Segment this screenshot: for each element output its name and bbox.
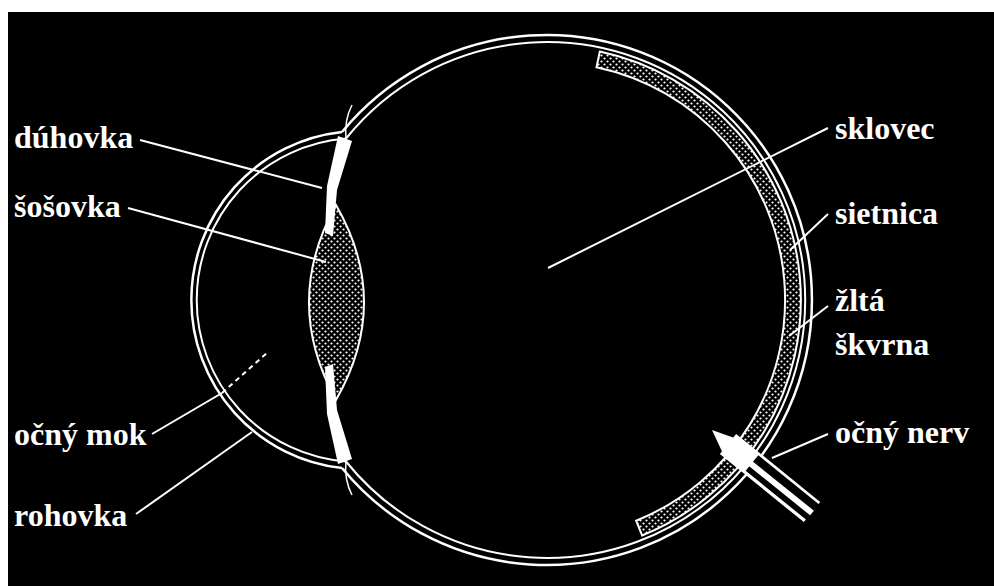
leader-line	[789, 306, 828, 336]
label-holder: šošovka	[11, 188, 124, 224]
part-label: očný mok	[11, 416, 149, 452]
part-label: očný nerv	[832, 414, 972, 450]
leader-line	[772, 434, 828, 458]
ciliary-line	[346, 460, 352, 495]
label-holder: očný mok	[11, 416, 149, 452]
leader-line	[136, 432, 252, 514]
optic-nerve	[728, 444, 812, 512]
label-holder: rohovka	[11, 497, 130, 533]
sclera-outer	[342, 35, 812, 565]
label-holder: sklovec	[832, 110, 938, 146]
part-label: žltá škvrna	[832, 278, 978, 366]
label-holder: sietnica	[832, 195, 941, 231]
sclera-inner	[346, 42, 805, 558]
part-label: dúhovka	[11, 119, 136, 155]
iris-shape	[325, 364, 352, 464]
lens-shape	[309, 205, 364, 400]
ciliary-line	[346, 105, 352, 140]
optic-nerve-fibre	[735, 451, 812, 513]
part-label: sklovec	[832, 110, 938, 146]
leader-line	[128, 208, 326, 262]
leader-line	[222, 352, 268, 393]
part-label: šošovka	[11, 188, 124, 224]
leader-line	[790, 214, 828, 250]
optic-disc	[712, 430, 740, 460]
leader-line	[140, 140, 322, 188]
leader-line	[548, 128, 828, 268]
part-label: sietnica	[832, 195, 941, 231]
label-holder: očný nerv	[832, 414, 972, 450]
label-holder: dúhovka	[11, 119, 136, 155]
part-label: rohovka	[11, 497, 130, 533]
iris-shape	[325, 136, 352, 236]
leader-line	[152, 393, 222, 434]
label-holder: žltá škvrna	[832, 278, 978, 366]
